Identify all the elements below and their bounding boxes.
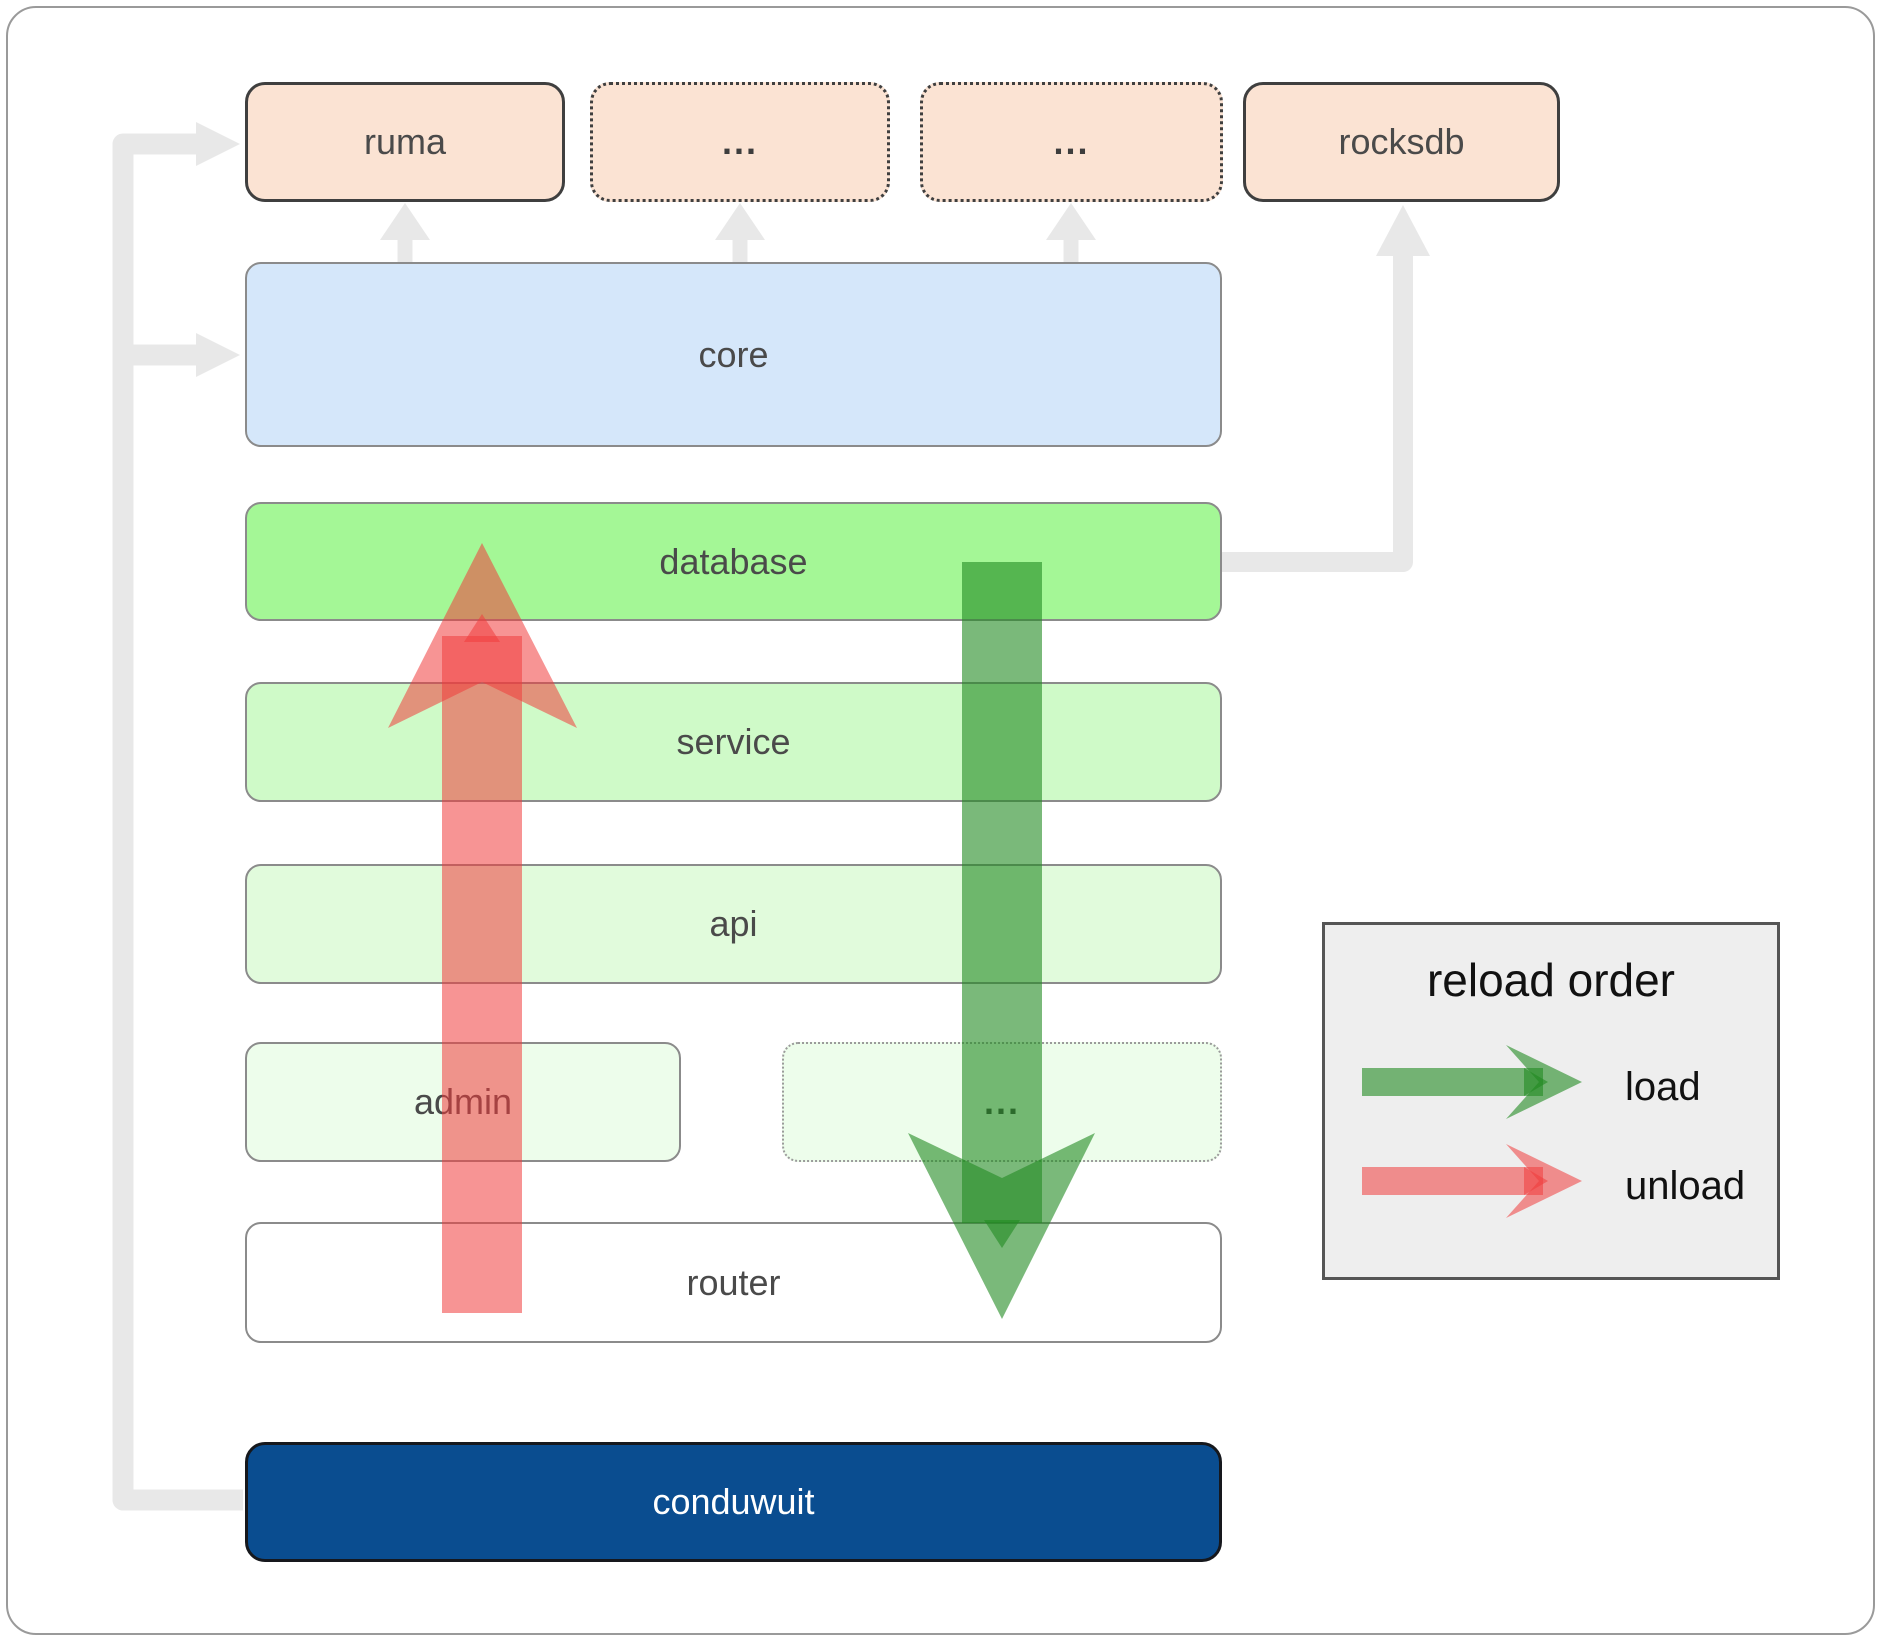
node-rocksdb-label: rocksdb (1338, 121, 1465, 162)
node-admin-label: admin (413, 1081, 513, 1122)
node-core-label: core (698, 333, 769, 375)
node-api: api (245, 864, 1222, 984)
node-admin-ellipsis: ... (782, 1042, 1222, 1162)
node-router: router (245, 1222, 1222, 1343)
node-conduwuit: conduwuit (245, 1442, 1222, 1562)
node-ellipsis-2-label: ... (1053, 121, 1090, 162)
node-ruma-label: ruma (363, 121, 447, 162)
node-ellipsis-1-label: ... (721, 121, 758, 162)
node-ruma: ruma (245, 82, 565, 202)
legend-title: reload order (1426, 954, 1676, 1006)
legend-unload-label: unload (1625, 1164, 1746, 1208)
node-ellipsis-2: ... (920, 82, 1223, 202)
legend-reload-order: reload order load unload (1322, 922, 1780, 1280)
node-service-label: service (676, 721, 791, 762)
node-database-label: database (659, 540, 808, 582)
node-admin: admin (245, 1042, 681, 1162)
node-router-label: router (686, 1261, 781, 1303)
node-service: service (245, 682, 1222, 802)
node-admin-ellipsis-label: ... (983, 1081, 1020, 1122)
legend-load-label: load (1625, 1065, 1701, 1109)
node-core: core (245, 262, 1222, 447)
node-database: database (245, 502, 1222, 621)
outer-frame (6, 6, 1875, 1635)
node-api-label: api (709, 903, 758, 944)
node-conduwuit-label: conduwuit (652, 1481, 815, 1522)
node-rocksdb: rocksdb (1243, 82, 1560, 202)
node-ellipsis-1: ... (590, 82, 890, 202)
